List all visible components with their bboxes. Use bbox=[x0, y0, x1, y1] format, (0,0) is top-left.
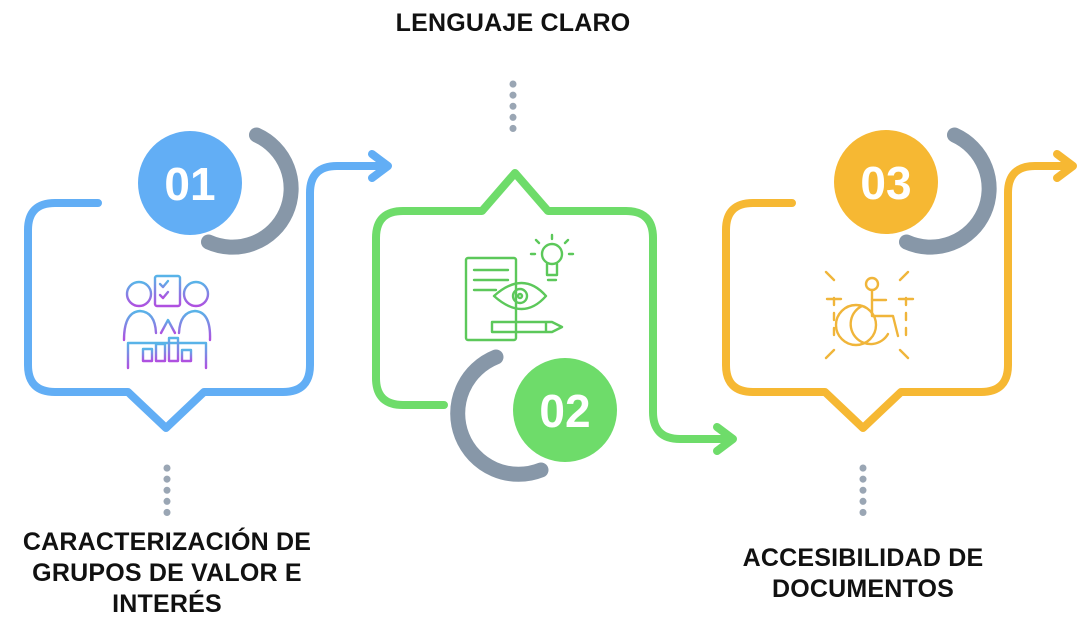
step-2-arrowhead bbox=[713, 423, 737, 455]
step-1-number-circle bbox=[138, 131, 242, 235]
team-checklist-icon bbox=[122, 274, 212, 370]
step-1: 01 bbox=[24, 127, 392, 522]
step-3-arrowhead bbox=[1053, 150, 1077, 182]
step-2-gray-arc bbox=[450, 349, 549, 482]
step-1-gray-arc bbox=[201, 127, 299, 255]
step-3: 03 bbox=[722, 127, 1077, 522]
step-1-number: 01 bbox=[164, 158, 215, 210]
step-2: 02 bbox=[372, 80, 737, 482]
step-2-number-circle bbox=[513, 358, 617, 462]
step-1-arrowhead bbox=[368, 150, 392, 182]
step-3-number-circle bbox=[834, 130, 938, 234]
step-3-number: 03 bbox=[860, 157, 911, 209]
step-2-number: 02 bbox=[539, 385, 590, 437]
document-eye-idea-icon bbox=[464, 233, 575, 342]
step-3-frame bbox=[722, 162, 1067, 432]
step-2-label: LENGUAJE CLARO bbox=[395, 9, 631, 37]
wheelchair-accessibility-icon bbox=[824, 270, 915, 360]
step-3-gray-arc bbox=[899, 127, 997, 255]
step-1-frame bbox=[24, 162, 382, 432]
step-1-label: CARACTERIZACIÓN DE GRUPOS DE VALOR E INT… bbox=[22, 528, 312, 618]
step-3-label: ACCESIBILIDAD DE DOCUMENTOS bbox=[742, 544, 984, 603]
step-2-frame bbox=[372, 169, 727, 443]
